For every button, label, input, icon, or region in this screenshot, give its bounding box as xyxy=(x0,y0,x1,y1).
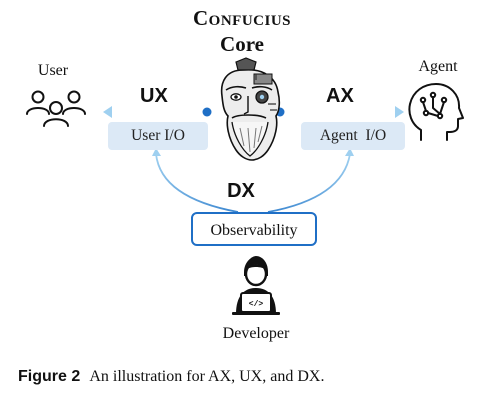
ax-label: AX xyxy=(326,85,354,107)
user-io-box: User I/O xyxy=(108,122,208,150)
dx-arcs xyxy=(152,148,354,213)
core-title-line2: Core xyxy=(220,32,264,56)
ax-arrowhead xyxy=(395,106,404,118)
figure-caption: Figure 2 An illustration for AX, UX, and… xyxy=(18,368,478,386)
developer-laptop-icon: </> xyxy=(232,256,280,315)
user-label: User xyxy=(37,62,69,79)
people-group-icon xyxy=(26,90,86,127)
ux-label: UX xyxy=(140,85,168,107)
agent-label: Agent xyxy=(418,58,458,75)
ux-arrowhead xyxy=(103,106,112,118)
dx-label: DX xyxy=(227,180,255,202)
svg-text:</>: </> xyxy=(249,300,264,309)
core-title-line1: Confucius xyxy=(192,6,291,30)
ai-brain-head-icon xyxy=(408,83,464,141)
developer-label: Developer xyxy=(222,325,290,342)
observability-box: Observability xyxy=(191,212,317,246)
figure-number: Figure 2 xyxy=(18,368,81,385)
ux-endpoint-dot xyxy=(202,107,212,117)
agent-io-box: Agent I/O xyxy=(301,122,405,150)
caption-text: An illustration for AX, UX, and DX. xyxy=(89,368,325,385)
confucius-portrait-icon xyxy=(220,57,281,161)
dx-left-arrowhead xyxy=(152,148,161,156)
ux-connector xyxy=(103,106,212,118)
dx-right-arrowhead xyxy=(345,148,354,156)
